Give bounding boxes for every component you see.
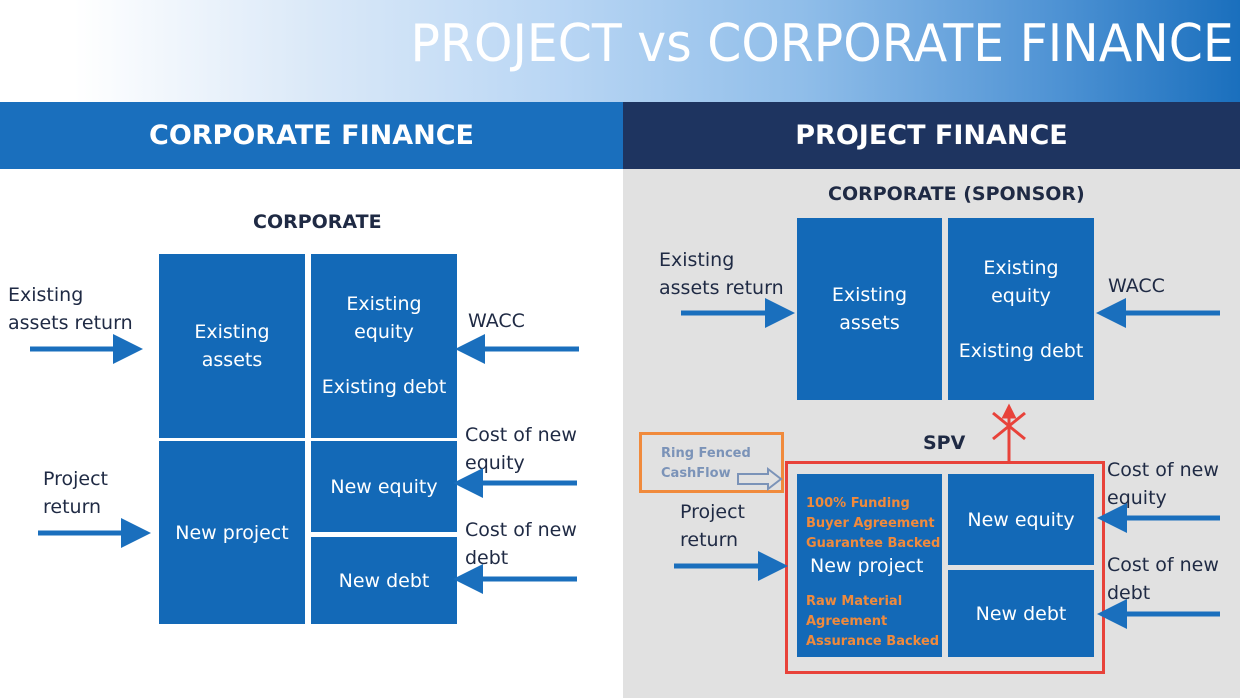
label-line: debt — [465, 547, 509, 569]
box-line: New debt — [338, 569, 430, 592]
project-finance-header: PROJECT FINANCE — [623, 102, 1240, 169]
box-line: assets — [201, 349, 263, 371]
new-project-notes-top: 100% Funding Buyer Agreement Guarantee B… — [806, 494, 940, 554]
new-project-box: New project — [159, 441, 305, 624]
cost-new-debt-label: Cost of new debt — [465, 516, 577, 572]
label-line: Ring Fenced — [661, 446, 751, 461]
new-project-notes-bottom: Raw Material Agreement Assurance Backed — [806, 592, 939, 652]
existing-assets-box: Existing assets — [159, 254, 305, 438]
hollow-arrow-icon — [737, 466, 783, 492]
box-line: Existing — [346, 293, 422, 315]
label-line: return — [680, 529, 739, 551]
new-project-text: New project — [810, 555, 924, 577]
box-line: Existing debt — [321, 376, 447, 398]
box-line: New debt — [975, 602, 1067, 625]
sponsor-existing-equity-debt-box: Existing equity Existing debt — [948, 218, 1094, 400]
box-line: Existing debt — [958, 340, 1084, 362]
label-line: Cost of new — [465, 424, 577, 446]
note-line: Buyer Agreement — [806, 516, 935, 531]
corporate-heading: CORPORATE — [253, 211, 382, 233]
note-line: 100% Funding — [806, 496, 910, 511]
label-line: Cost of new — [1107, 459, 1219, 481]
project-return-label: Project return — [43, 465, 108, 521]
existing-equity-debt-box: Existing equity Existing debt — [311, 254, 457, 438]
ring-fenced-box — [639, 432, 784, 493]
box-line: assets — [839, 312, 900, 334]
existing-assets-return-label: Existing assets return — [8, 281, 133, 337]
box-line: equity — [991, 285, 1051, 307]
corporate-finance-header: CORPORATE FINANCE — [0, 102, 623, 169]
box-line: Existing — [983, 257, 1059, 279]
label-line: Cost of new — [465, 519, 577, 541]
box-line: equity — [354, 321, 414, 343]
label-line: debt — [1107, 582, 1151, 604]
corporate-finance-header-label: CORPORATE FINANCE — [149, 120, 474, 151]
project-finance-header-label: PROJECT FINANCE — [795, 120, 1068, 151]
box-line: New equity — [967, 508, 1075, 531]
spv-label: SPV — [923, 432, 966, 454]
label-line: return — [43, 496, 102, 518]
note-line: Raw Material — [806, 594, 903, 609]
ring-fenced-label: Ring Fenced CashFlow — [661, 444, 751, 484]
box-line: Existing — [194, 321, 270, 343]
label-line: Project — [680, 501, 746, 523]
blocked-arrow-icon — [992, 403, 1026, 461]
label-line: assets return — [8, 312, 133, 334]
spv-new-equity-box: New equity — [948, 474, 1094, 565]
box-line: New project — [175, 521, 289, 544]
project-finance-arrows — [674, 298, 1220, 629]
note-line: Agreement — [806, 614, 888, 629]
new-equity-box: New equity — [311, 441, 457, 532]
wacc-label: WACC — [468, 310, 525, 332]
new-debt-box: New debt — [311, 537, 457, 624]
label-line: Existing — [8, 284, 84, 306]
box-line: Existing — [831, 284, 908, 306]
sponsor-existing-assets-box: Existing assets — [797, 218, 942, 400]
spv-project-return-label: Project return — [680, 498, 745, 554]
page-title: PROJECT vs CORPORATE FINANCE — [410, 14, 1234, 74]
label-line: Project — [43, 468, 109, 490]
sponsor-heading: CORPORATE (SPONSOR) — [828, 183, 1085, 205]
spv-cost-new-debt-label: Cost of new debt — [1107, 551, 1219, 607]
corporate-arrows — [30, 334, 579, 594]
label-line: CashFlow — [661, 466, 731, 481]
note-line: Assurance Backed — [806, 634, 940, 649]
label-line: Cost of new — [1107, 554, 1219, 576]
spv-new-project-box: 100% Funding Buyer Agreement Guarantee B… — [797, 474, 942, 657]
sponsor-wacc-label: WACC — [1108, 275, 1165, 297]
note-line: Guarantee Backed — [806, 536, 941, 551]
spv-new-debt-box: New debt — [948, 570, 1094, 657]
label-line: assets return — [659, 277, 784, 299]
label-line: Existing — [659, 249, 735, 271]
sponsor-existing-assets-return-label: Existing assets return — [659, 246, 784, 302]
title-banner — [0, 0, 1240, 102]
box-line: New equity — [330, 475, 438, 498]
